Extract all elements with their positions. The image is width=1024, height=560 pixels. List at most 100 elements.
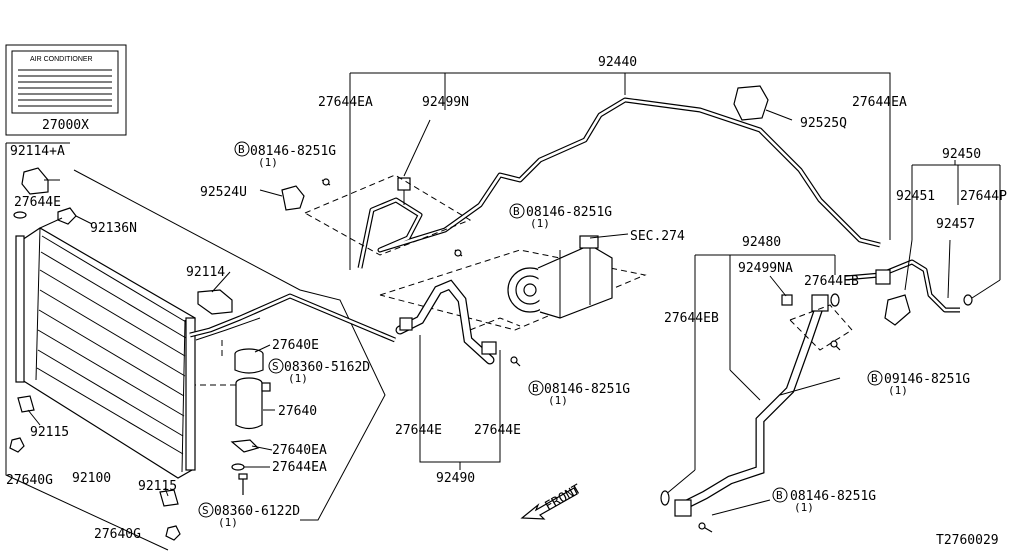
condenser-fins [36,235,187,455]
hose-92490-group [395,279,521,470]
label-qty-1b: (1) [530,217,550,230]
label-92499n: 92499N [422,95,469,110]
label-bolt-08146-2: 08146-8251G [526,205,612,220]
label-box-part-number: 27000X [42,118,89,133]
label-27640ea: 27640EA [272,443,327,458]
label-qty-1a: (1) [258,156,278,169]
front-arrow-group [520,487,578,520]
label-27644p: 27644P [960,189,1007,204]
o-ring-27644eb-lower [660,490,670,506]
label-screw-08360-5162d: 08360-5162D [284,360,370,375]
bolt-marker-2: B [513,205,520,218]
bracket-92114a [21,167,49,195]
bushing-27640g-lower [165,525,181,541]
bolt-marker-4: B [871,372,878,385]
bolt-symbol-5 [772,487,788,503]
bolt-symbol-3 [528,380,544,396]
label-qty-1c: (1) [288,372,308,385]
label-27644eb-upper: 27644EB [804,274,859,289]
condenser-bracket-line [5,143,169,551]
ac-label-sticker [11,50,119,114]
label-bolt-09146: 09146-8251G [884,372,970,387]
fitting-27644e-left [399,317,413,331]
o-ring-27644e [13,211,27,219]
plug-27640ea [230,439,260,453]
label-92524u: 92524U [200,185,247,200]
compressor-dash-box [379,249,647,331]
receiver-drier-group [194,340,271,495]
label-27644ea-left: 27644EA [318,95,373,110]
label-sticker-lines [18,69,112,107]
clamp-92525q [733,85,769,121]
label-92115-lower: 92115 [138,479,177,494]
label-sec274: SEC.274 [630,229,685,244]
pipe-92440-group [281,72,891,270]
label-27640e: 27640E [272,338,319,353]
label-bolt-08146-1: 08146-8251G [250,144,336,159]
label-27640g-lower: 27640G [94,527,141,542]
fitting-92480-compressor [674,499,692,517]
bolt-symbol-2 [509,203,525,219]
bracket-92451 [884,294,911,326]
bolt-symbol-4 [867,370,883,386]
screw-symbol-1 [268,358,284,374]
label-92457: 92457 [936,217,975,232]
label-qty-1g: (1) [794,501,814,514]
bolt-marker-3: B [532,382,539,395]
valve-92499n [397,177,411,191]
label-27644ea-right: 27644EA [852,95,907,110]
fitting-27644e-right [481,341,497,355]
label-qty-1f: (1) [888,384,908,397]
label-92480: 92480 [742,235,781,250]
drier-dash-box [194,340,260,386]
label-92114a: 92114+A [10,144,65,159]
o-ring-27644ea-bottom [231,463,245,471]
label-qty-1e: (1) [548,394,568,407]
label-92114: 92114 [186,265,225,280]
condenser-core [21,227,196,479]
bolt-symbol-1 [234,141,250,157]
diagram-code: T2760029 [936,533,999,548]
label-screw-08360-6122d: 08360-6122D [214,504,300,519]
label-27644e-mid-right: 27644E [474,423,521,438]
label-27640g-upper: 27640G [6,473,53,488]
connector-92136n [57,207,77,225]
fitting-92450-end [875,269,891,285]
bushing-27640g-upper [9,437,25,453]
screw-08360-5162d [261,382,271,392]
pipe-92440-dash-region [304,174,472,256]
label-92440: 92440 [598,55,637,70]
label-27644ea-bottom: 27644EA [272,460,327,475]
bracket-92114 [197,289,233,315]
hose-92480-group [660,254,853,533]
condenser-group [5,142,396,551]
label-box-frame [5,44,127,136]
label-92450: 92450 [942,147,981,162]
fitting-92480-upper [811,294,829,312]
label-92136n: 92136N [90,221,137,236]
o-ring-27644p [963,294,973,306]
label-27640: 27640 [278,404,317,419]
bolt-marker-1: B [238,143,245,156]
condenser-receiver-tank [185,317,196,471]
bolt-marker-5: B [776,489,783,502]
label-box-group: AIR CONDITIONER 27000X [5,44,127,136]
label-27644e-top: 27644E [14,195,61,210]
label-bolt-08146-4: 08146-8251G [790,489,876,504]
label-front: FRONT [543,482,585,515]
bracket-92115-upper [17,395,35,413]
screw-marker-2: S [202,504,209,517]
label-92525q: 92525Q [800,116,847,131]
label-bolt-08146-3: 08146-8251G [544,382,630,397]
label-qty-1d: (1) [218,516,238,529]
clamp-92524u [281,185,305,211]
label-92499na: 92499NA [738,261,793,276]
compressor-body [537,244,613,319]
screw-symbol-2 [198,502,214,518]
o-ring-27644eb-upper [830,293,840,307]
pipe-92450-group [844,160,1001,326]
ac-label-title: AIR CONDITIONER [30,56,93,63]
label-27644eb-lower: 27644EB [664,311,719,326]
label-92100: 92100 [72,471,111,486]
